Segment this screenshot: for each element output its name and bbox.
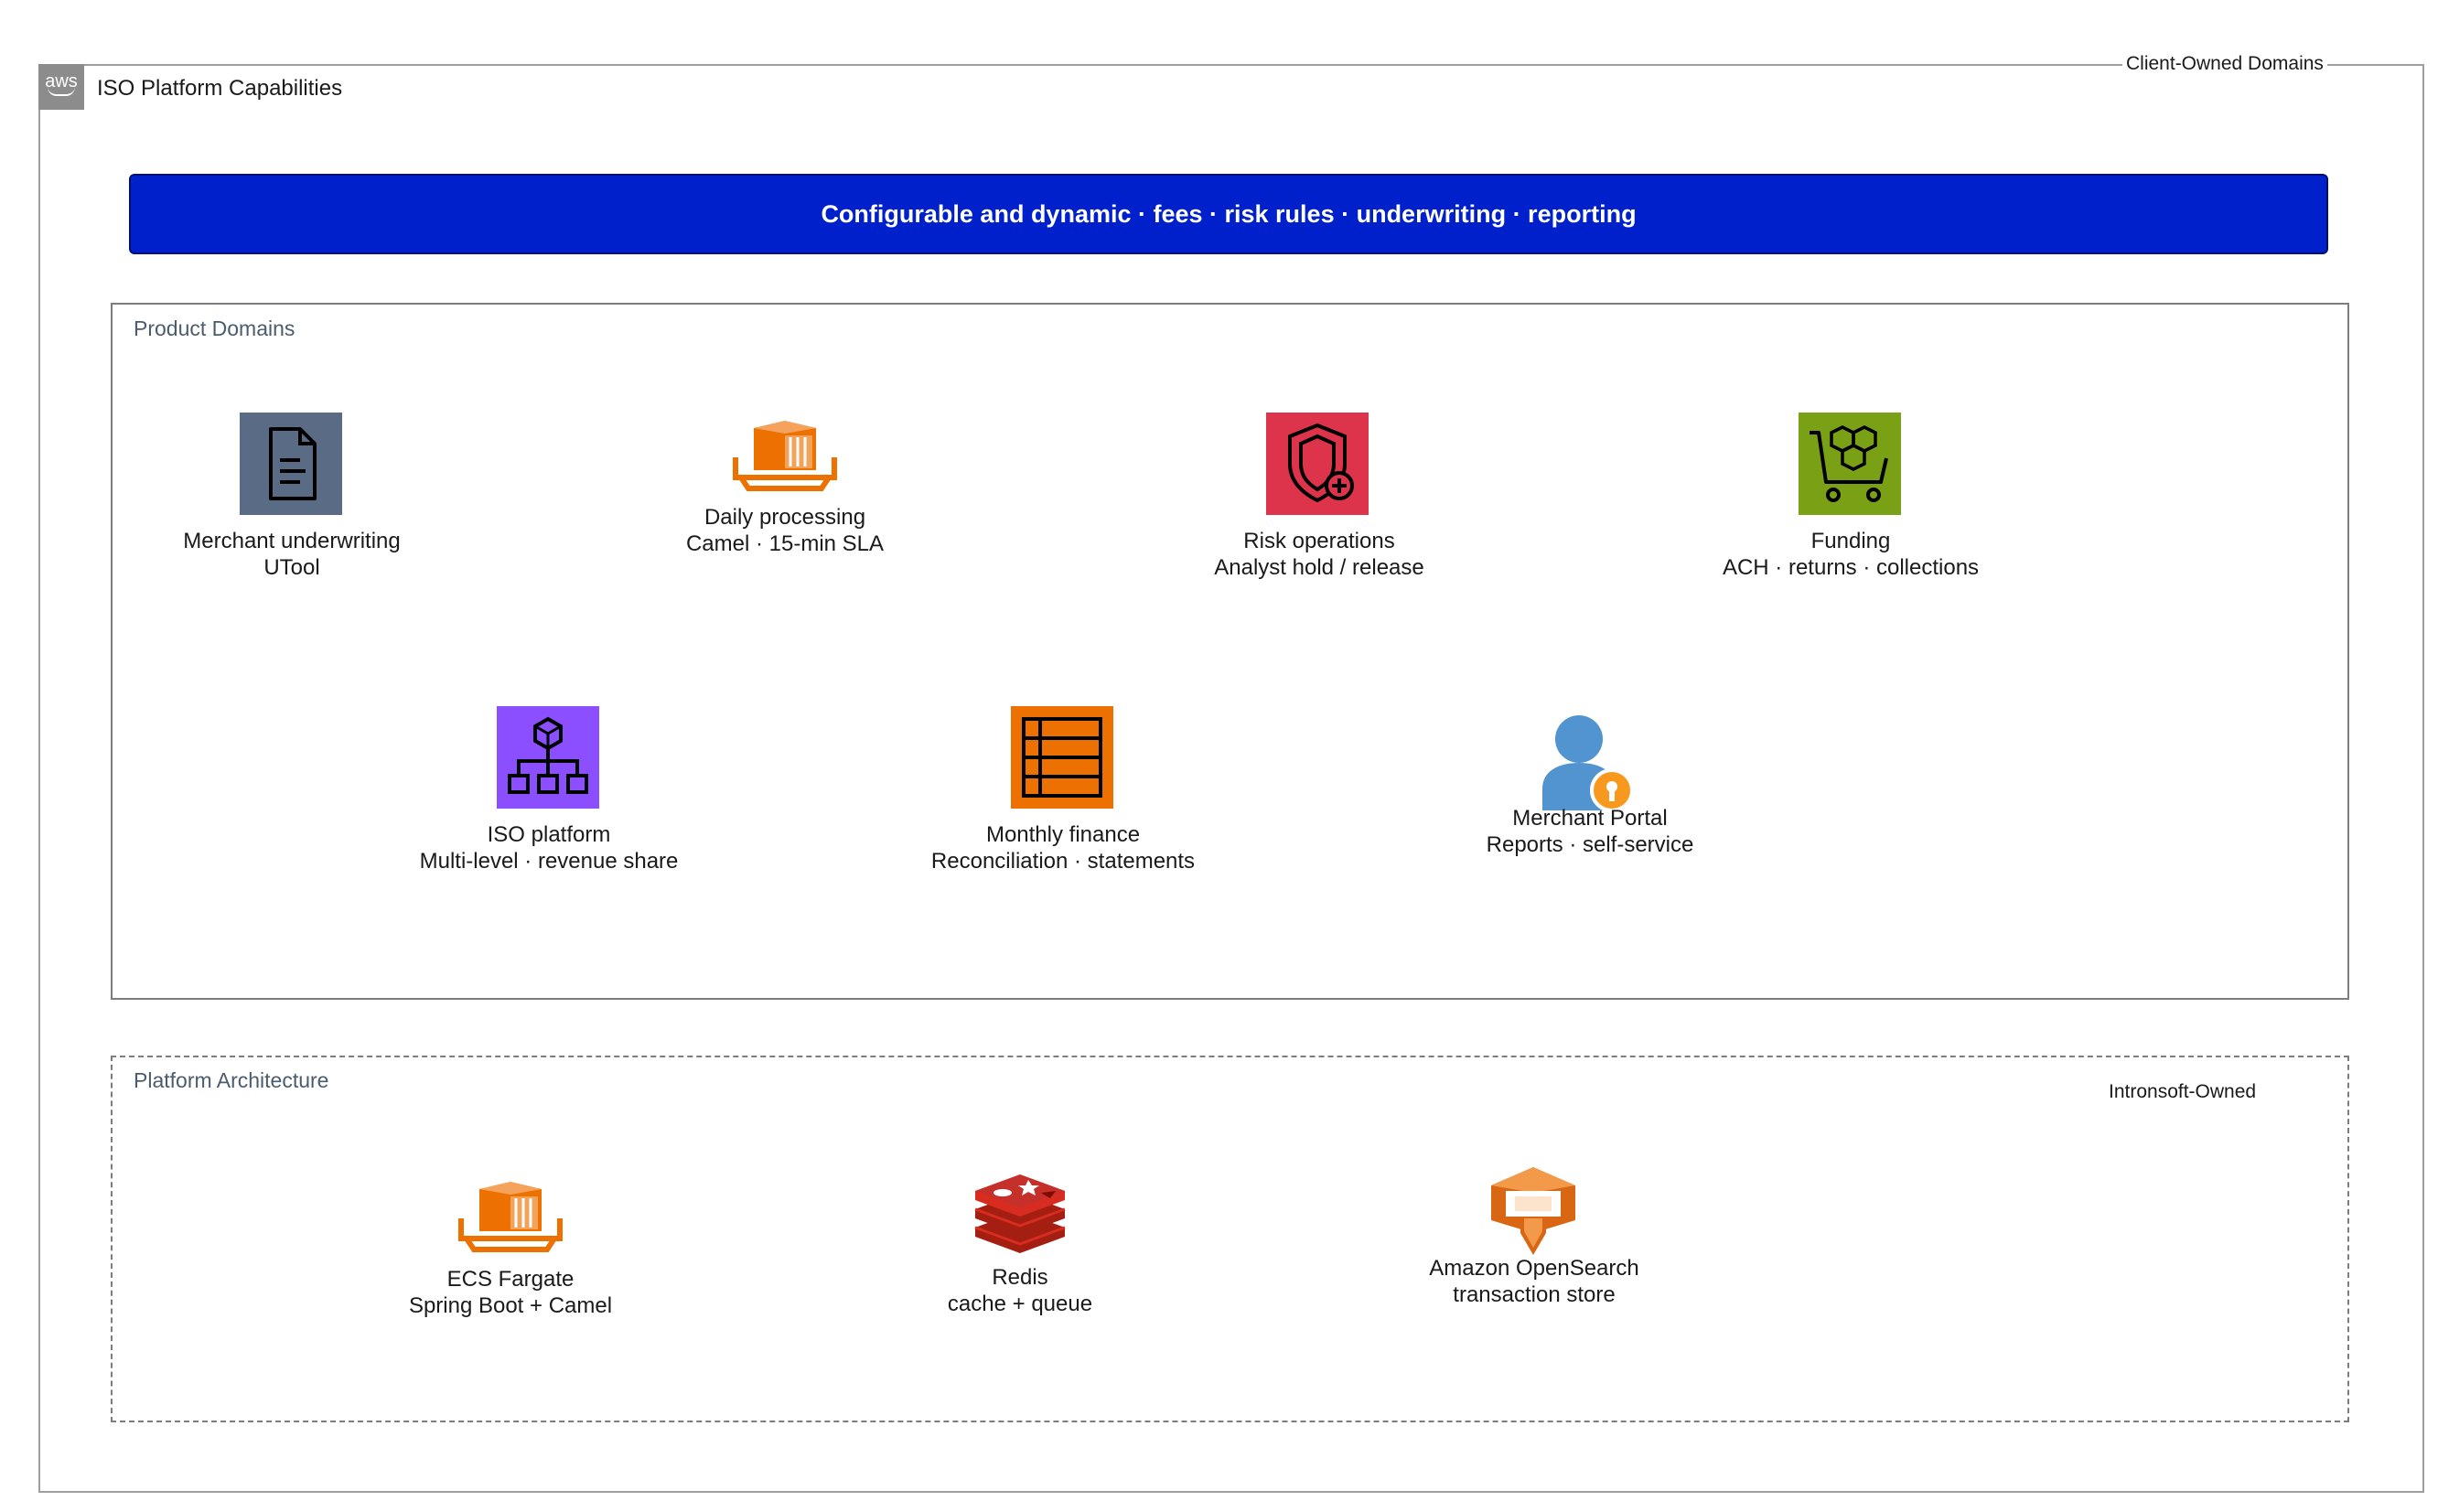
node-line1: Amazon OpenSearch xyxy=(1429,1256,1639,1281)
node-line1: Daily processing xyxy=(703,505,866,530)
node-line2: transaction store xyxy=(1453,1282,1616,1307)
node-line1: Funding xyxy=(1810,529,1891,553)
node-line2: ACH · returns · collections xyxy=(1722,555,1980,580)
node-line2: Spring Boot + Camel xyxy=(408,1293,613,1318)
node-risk-operations-label: Risk operations Analyst hold / release xyxy=(1214,528,1423,581)
node-iso-platform-label: ISO platform Multi-level · revenue share xyxy=(420,821,679,874)
outer-group-title: ISO Platform Capabilities xyxy=(97,76,343,101)
banner-text: Configurable and dynamic · fees · risk r… xyxy=(821,199,1637,228)
intronsoft-owned-label: Intronsoft-Owned xyxy=(2109,1081,2257,1102)
user-key-icon xyxy=(1542,715,1634,812)
platform-architecture-group xyxy=(111,1056,2349,1422)
capabilities-banner: Configurable and dynamic · fees · risk r… xyxy=(129,174,2328,254)
node-line2: Reports · self-service xyxy=(1486,832,1694,857)
node-line1: Redis xyxy=(992,1265,1048,1290)
node-line1: Monthly finance xyxy=(985,822,1141,847)
node-line2: UTool xyxy=(263,555,320,580)
node-line1: Merchant Portal xyxy=(1512,806,1668,831)
product-domains-title: Product Domains xyxy=(134,316,295,340)
client-owned-label: Client-Owned Domains xyxy=(2122,53,2327,75)
node-line1: ECS Fargate xyxy=(446,1267,575,1292)
node-line2: cache + queue xyxy=(947,1292,1093,1316)
node-line1: Risk operations xyxy=(1243,529,1395,553)
node-line2: Reconciliation · statements xyxy=(930,849,1196,874)
node-line2: Multi-level · revenue share xyxy=(419,849,679,874)
node-daily-processing-label: Daily processing Camel · 15-min SLA xyxy=(686,504,884,557)
node-funding-label: Funding ACH · returns · collections xyxy=(1723,528,1979,581)
node-line2: Camel · 15-min SLA xyxy=(685,531,885,556)
aws-logo-text: aws xyxy=(45,71,78,91)
node-line1: Merchant underwriting xyxy=(183,529,401,553)
aws-logo-icon: aws xyxy=(38,64,84,110)
org-chart-icon xyxy=(497,706,599,809)
cart-icon xyxy=(1799,413,1901,515)
outer-group xyxy=(38,64,2424,1493)
redis-icon xyxy=(974,1174,1066,1253)
opensearch-icon xyxy=(1491,1167,1575,1255)
table-icon xyxy=(1011,706,1113,809)
node-redis-label: Redis cache + queue xyxy=(948,1264,1092,1317)
node-opensearch-label: Amazon OpenSearch transaction store xyxy=(1429,1255,1638,1308)
node-ecs-fargate-label: ECS Fargate Spring Boot + Camel xyxy=(409,1266,612,1319)
container-icon xyxy=(733,421,837,491)
node-merchant-underwriting-label: Merchant underwriting UTool xyxy=(183,528,400,581)
shield-icon xyxy=(1266,413,1369,515)
platform-architecture-title: Platform Architecture xyxy=(134,1068,329,1092)
node-merchant-portal-label: Merchant Portal Reports · self-service xyxy=(1487,805,1694,858)
product-domains-group xyxy=(111,303,2349,1000)
node-monthly-finance-label: Monthly finance Reconciliation · stateme… xyxy=(931,821,1195,874)
container-icon xyxy=(458,1182,563,1252)
node-line1: ISO platform xyxy=(487,822,611,847)
document-icon xyxy=(240,413,342,515)
node-line2: Analyst hold / release xyxy=(1214,555,1424,580)
